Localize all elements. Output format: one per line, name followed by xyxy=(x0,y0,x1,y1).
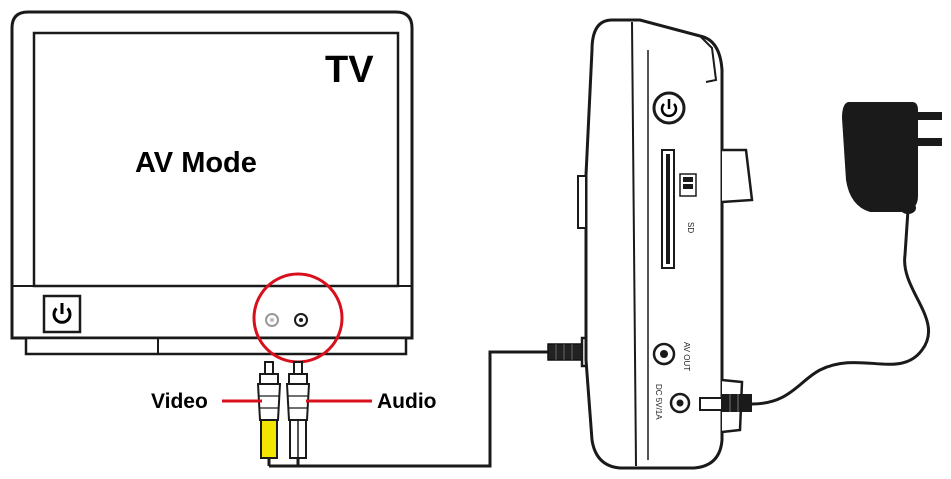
audio-plug[interactable] xyxy=(285,361,311,466)
power-icon xyxy=(660,99,678,118)
sd-label: SD xyxy=(686,222,695,233)
rca-cable-set: Video Audio xyxy=(151,350,548,468)
tv-title: TV xyxy=(325,49,374,91)
switch-icon xyxy=(679,173,697,197)
tv-screen-text: AV Mode xyxy=(135,147,257,179)
tv-screen xyxy=(32,31,400,288)
dc-plug[interactable] xyxy=(699,394,752,412)
power-icon xyxy=(52,303,72,324)
tv-stand xyxy=(24,336,408,356)
dc-in-label: DC 5V/1A xyxy=(654,384,663,420)
av-out-label: AV OUT xyxy=(682,342,691,371)
portable-player: SD AV OUT DC 5V/1A xyxy=(577,18,754,470)
power-adapter-icon xyxy=(842,102,942,214)
video-plug[interactable] xyxy=(256,361,282,466)
audio-label: Audio xyxy=(377,390,436,413)
power-cord xyxy=(751,209,930,406)
av-cable xyxy=(269,350,548,468)
tv-set: TV AV Mode xyxy=(10,10,414,364)
video-label: Video xyxy=(151,390,208,413)
